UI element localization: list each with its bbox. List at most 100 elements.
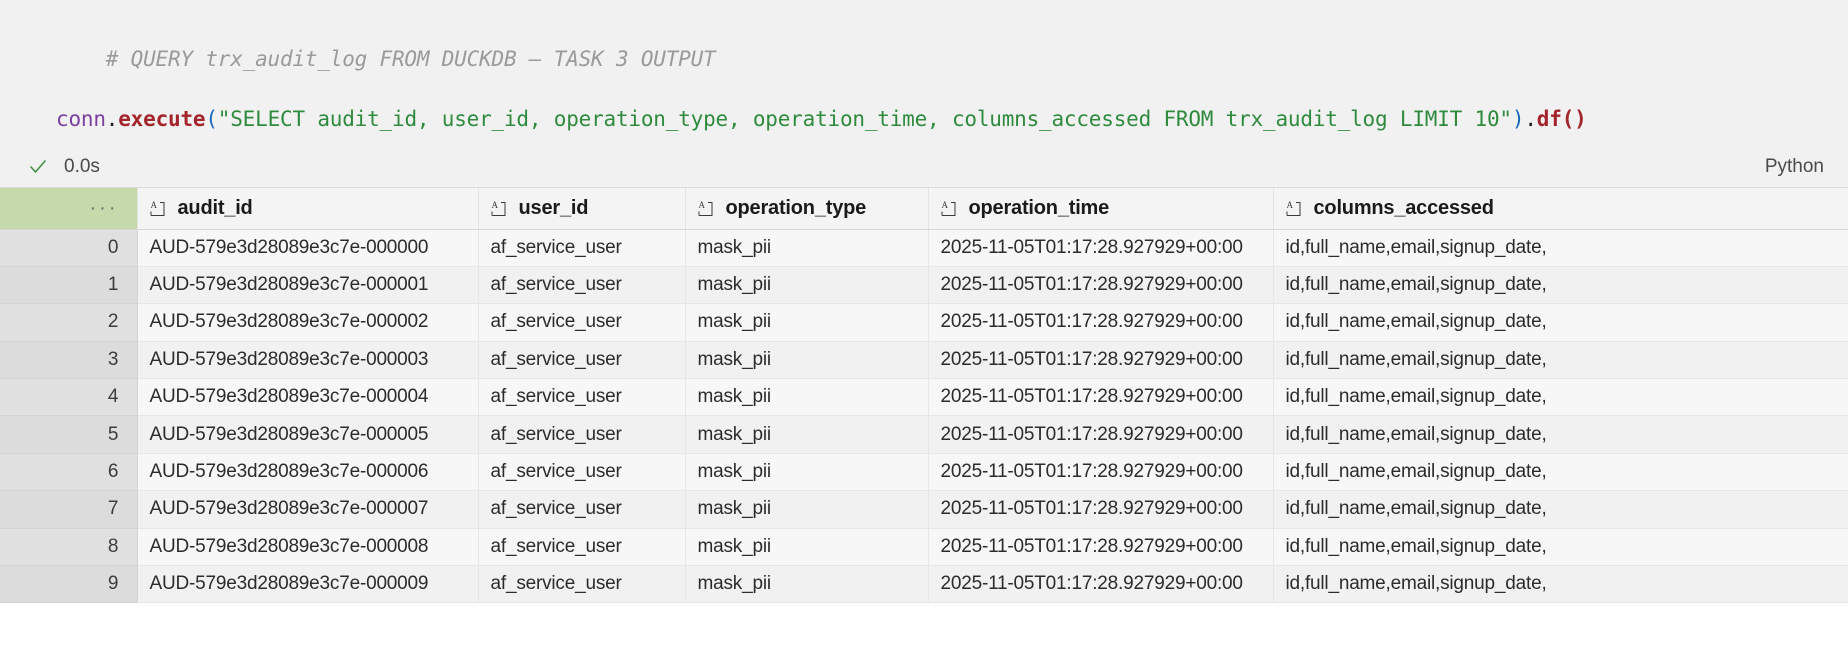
column-header-label: operation_type — [725, 196, 867, 219]
svg-text:A: A — [150, 200, 157, 210]
cell-columns_accessed: id,full_name,email,signup_date, — [1273, 266, 1848, 305]
row-index: 4 — [0, 378, 138, 417]
cell-operation_type: mask_pii — [685, 229, 929, 267]
cell-audit_id: AUD-579e3d28089e3c7e-000000 — [137, 229, 479, 267]
execution-time: 0.0s — [64, 155, 100, 177]
cell-audit_id: AUD-579e3d28089e3c7e-000006 — [137, 453, 479, 492]
code-token-tail-parens: () — [1561, 107, 1587, 131]
svg-text:A: A — [941, 200, 948, 210]
text-type-icon: A — [1286, 199, 1305, 217]
column-header-label: user_id — [518, 196, 589, 219]
cell-user_id: af_service_user — [478, 229, 686, 267]
column-header-operation_type[interactable]: A operation_type — [685, 188, 929, 230]
cell-operation_type: mask_pii — [685, 453, 929, 492]
cell-audit_id: AUD-579e3d28089e3c7e-000002 — [137, 303, 479, 342]
cell-audit_id: AUD-579e3d28089e3c7e-000003 — [137, 341, 479, 380]
cell-user_id: af_service_user — [478, 378, 686, 417]
table-body: 0 AUD-579e3d28089e3c7e-000000 af_service… — [0, 229, 1848, 604]
code-comment-line: # QUERY trx_audit_log FROM DUCKDB — TASK… — [0, 14, 1848, 104]
table-row[interactable]: 2 AUD-579e3d28089e3c7e-000002 af_service… — [0, 303, 1848, 342]
column-header-label: audit_id — [177, 196, 253, 219]
code-token-object: conn — [56, 107, 106, 131]
text-type-icon: A — [150, 199, 169, 217]
svg-text:A: A — [698, 200, 705, 210]
svg-text:A: A — [1286, 200, 1293, 210]
cell-audit_id: AUD-579e3d28089e3c7e-000005 — [137, 415, 479, 454]
kernel-language-label: Python — [1764, 155, 1824, 177]
table-row[interactable]: 5 AUD-579e3d28089e3c7e-000005 af_service… — [0, 415, 1848, 454]
cell-operation_type: mask_pii — [685, 415, 929, 454]
cell-columns_accessed: id,full_name,email,signup_date, — [1273, 341, 1848, 380]
check-icon — [28, 157, 48, 177]
table-row[interactable]: 6 AUD-579e3d28089e3c7e-000006 af_service… — [0, 453, 1848, 492]
row-index: 9 — [0, 565, 138, 604]
column-header-operation_time[interactable]: A operation_time — [928, 188, 1274, 230]
text-type-icon: A — [491, 199, 510, 217]
column-header-columns_accessed[interactable]: A columns_accessed — [1273, 188, 1848, 230]
column-header-user_id[interactable]: A user_id — [478, 188, 686, 230]
cell-columns_accessed: id,full_name,email,signup_date, — [1273, 565, 1848, 604]
cell-operation_type: mask_pii — [685, 490, 929, 529]
cell-operation_type: mask_pii — [685, 378, 929, 417]
cell-columns_accessed: id,full_name,email,signup_date, — [1273, 453, 1848, 492]
column-header-label: columns_accessed — [1313, 196, 1494, 219]
code-comment: # QUERY trx_audit_log FROM DUCKDB — TASK… — [105, 47, 716, 71]
dataframe-table[interactable]: ··· A audit_id — [0, 188, 1848, 604]
table-row[interactable]: 8 AUD-579e3d28089e3c7e-000008 af_service… — [0, 528, 1848, 567]
cell-operation_time: 2025-11-05T01:17:28.927929+00:00 — [928, 378, 1274, 417]
table-row[interactable]: 7 AUD-579e3d28089e3c7e-000007 af_service… — [0, 490, 1848, 529]
cell-user_id: af_service_user — [478, 266, 686, 305]
row-index: 6 — [0, 453, 138, 492]
cell-operation_time: 2025-11-05T01:17:28.927929+00:00 — [928, 303, 1274, 342]
cell-user_id: af_service_user — [478, 490, 686, 529]
code-token-dot-2: . — [1524, 107, 1537, 131]
row-index: 7 — [0, 490, 138, 529]
table-row[interactable]: 9 AUD-579e3d28089e3c7e-000009 af_service… — [0, 565, 1848, 604]
row-index: 5 — [0, 415, 138, 454]
cell-operation_time: 2025-11-05T01:17:28.927929+00:00 — [928, 490, 1274, 529]
cell-audit_id: AUD-579e3d28089e3c7e-000008 — [137, 528, 479, 567]
row-index: 1 — [0, 266, 138, 305]
code-source-line[interactable]: conn.execute("SELECT audit_id, user_id, … — [0, 104, 1848, 134]
svg-text:A: A — [491, 200, 498, 210]
code-token-method: execute — [118, 107, 206, 131]
row-index: 3 — [0, 341, 138, 380]
cell-operation_type: mask_pii — [685, 266, 929, 305]
cell-audit_id: AUD-579e3d28089e3c7e-000004 — [137, 378, 479, 417]
cell-audit_id: AUD-579e3d28089e3c7e-000009 — [137, 565, 479, 604]
code-token-open-paren: ( — [205, 107, 218, 131]
cell-audit_id: AUD-579e3d28089e3c7e-000001 — [137, 266, 479, 305]
code-token-method-2: df — [1536, 107, 1562, 131]
row-index: 8 — [0, 528, 138, 567]
cell-columns_accessed: id,full_name,email,signup_date, — [1273, 490, 1848, 529]
cell-operation_type: mask_pii — [685, 303, 929, 342]
table-row[interactable]: 1 AUD-579e3d28089e3c7e-000001 af_service… — [0, 266, 1848, 305]
table-header-row: ··· A audit_id — [0, 188, 1848, 230]
cell-operation_time: 2025-11-05T01:17:28.927929+00:00 — [928, 415, 1274, 454]
cell-operation_type: mask_pii — [685, 528, 929, 567]
cell-operation_time: 2025-11-05T01:17:28.927929+00:00 — [928, 341, 1274, 380]
cell-columns_accessed: id,full_name,email,signup_date, — [1273, 229, 1848, 267]
cell-user_id: af_service_user — [478, 303, 686, 342]
cell-operation_time: 2025-11-05T01:17:28.927929+00:00 — [928, 565, 1274, 604]
cell-operation_time: 2025-11-05T01:17:28.927929+00:00 — [928, 528, 1274, 567]
cell-audit_id: AUD-579e3d28089e3c7e-000007 — [137, 490, 479, 529]
table-row[interactable]: 3 AUD-579e3d28089e3c7e-000003 af_service… — [0, 341, 1848, 380]
cell-columns_accessed: id,full_name,email,signup_date, — [1273, 528, 1848, 567]
row-index: 2 — [0, 303, 138, 342]
index-column-header[interactable]: ··· — [0, 188, 138, 230]
table-row[interactable]: 4 AUD-579e3d28089e3c7e-000004 af_service… — [0, 378, 1848, 417]
cell-columns_accessed: id,full_name,email,signup_date, — [1273, 415, 1848, 454]
column-header-audit_id[interactable]: A audit_id — [137, 188, 479, 230]
code-cell[interactable]: # QUERY trx_audit_log FROM DUCKDB — TASK… — [0, 0, 1848, 146]
cell-user_id: af_service_user — [478, 341, 686, 380]
cell-operation_time: 2025-11-05T01:17:28.927929+00:00 — [928, 453, 1274, 492]
cell-columns_accessed: id,full_name,email,signup_date, — [1273, 303, 1848, 342]
table-row[interactable]: 0 AUD-579e3d28089e3c7e-000000 af_service… — [0, 229, 1848, 267]
table-header: ··· A audit_id — [0, 188, 1848, 230]
cell-operation_time: 2025-11-05T01:17:28.927929+00:00 — [928, 229, 1274, 267]
row-index: 0 — [0, 229, 138, 267]
cell-user_id: af_service_user — [478, 565, 686, 604]
cell-status-bar: 0.0s Python — [0, 146, 1848, 188]
code-token-dot: . — [105, 107, 119, 131]
